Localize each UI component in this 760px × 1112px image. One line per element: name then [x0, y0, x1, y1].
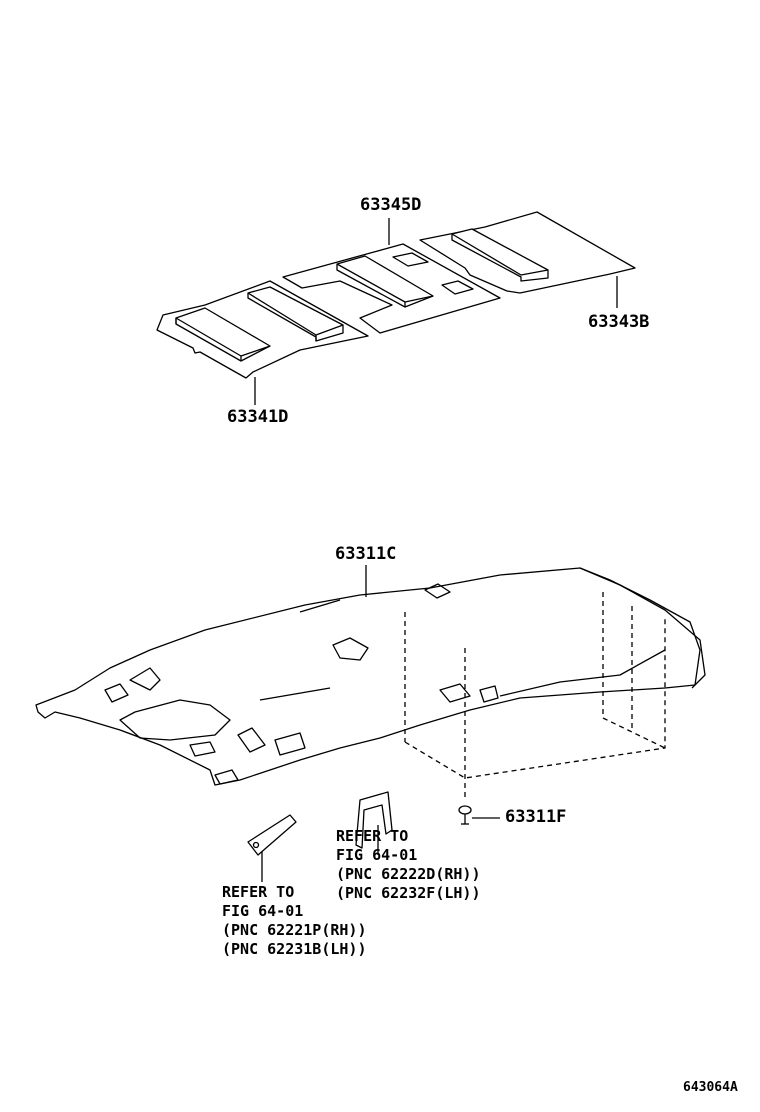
note-line: REFER TO: [222, 883, 295, 901]
note-line: REFER TO: [336, 827, 409, 845]
note-line: (PNC 62231B(LH)): [222, 940, 367, 958]
pad-63345D: [282, 243, 501, 334]
part-label-63311F: 63311F: [505, 807, 567, 827]
note-line: FIG 64-01: [222, 902, 304, 920]
note-line: (PNC 62221P(RH)): [222, 921, 367, 939]
reference-note-rh: REFER TO FIG 64-01 (PNC 62222D(RH)) (PNC…: [336, 827, 481, 903]
part-label-63311C: 63311C: [335, 544, 397, 564]
dashed-guide-lines: [404, 592, 666, 800]
leader-lines-upper: [254, 218, 618, 405]
leader-lines-lower: [261, 565, 500, 882]
reference-note-lh: REFER TO FIG 64-01 (PNC 62221P(RH)) (PNC…: [222, 883, 367, 959]
figure-code: 643064A: [683, 1080, 738, 1095]
note-line: (PNC 62232F(LH)): [336, 884, 481, 902]
part-label-63343B: 63343B: [588, 312, 650, 332]
headliner-63311C: [35, 567, 706, 786]
note-line: FIG 64-01: [336, 846, 418, 864]
clip-63311F: [458, 805, 472, 825]
part-label-63341D: 63341D: [227, 407, 289, 427]
bracket-lh: [247, 814, 297, 856]
note-line: (PNC 62222D(RH)): [336, 865, 481, 883]
pad-63341D: [156, 280, 369, 379]
part-label-63345D: 63345D: [360, 195, 422, 215]
bracket-rh: [355, 791, 393, 849]
pad-63343B: [419, 211, 636, 294]
